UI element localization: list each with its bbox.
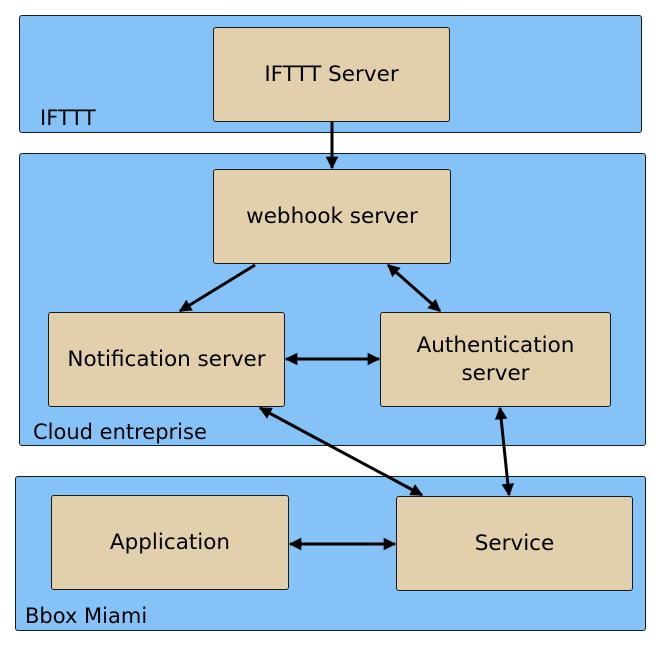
node-service-label: Service [474, 530, 555, 556]
node-service: Service [396, 496, 633, 591]
arrow-webhook-to-notification [178, 263, 256, 313]
node-authentication-server-label: Authentication server [416, 332, 575, 386]
zone-cloud-label: Cloud entreprise [33, 420, 207, 444]
node-application: Application [51, 495, 289, 590]
node-webhook-server-label: webhook server [246, 203, 418, 229]
node-authentication-server: Authentication server [380, 312, 611, 407]
zone-bbox-label: Bbox Miami [25, 604, 148, 628]
node-notification-server-label: Notification server [67, 346, 266, 372]
node-ifttt-server-label: IFTTT Server [264, 61, 399, 87]
node-webhook-server: webhook server [213, 169, 451, 264]
arrow-webhook-authentication [387, 263, 441, 313]
node-application-label: Application [109, 529, 231, 555]
zone-ifttt-label: IFTTT [40, 106, 96, 130]
node-ifttt-server: IFTTT Server [213, 27, 450, 122]
arrow-authentication-service [494, 406, 515, 497]
node-notification-server: Notification server [48, 312, 285, 407]
arrow-notification-service [258, 406, 424, 497]
